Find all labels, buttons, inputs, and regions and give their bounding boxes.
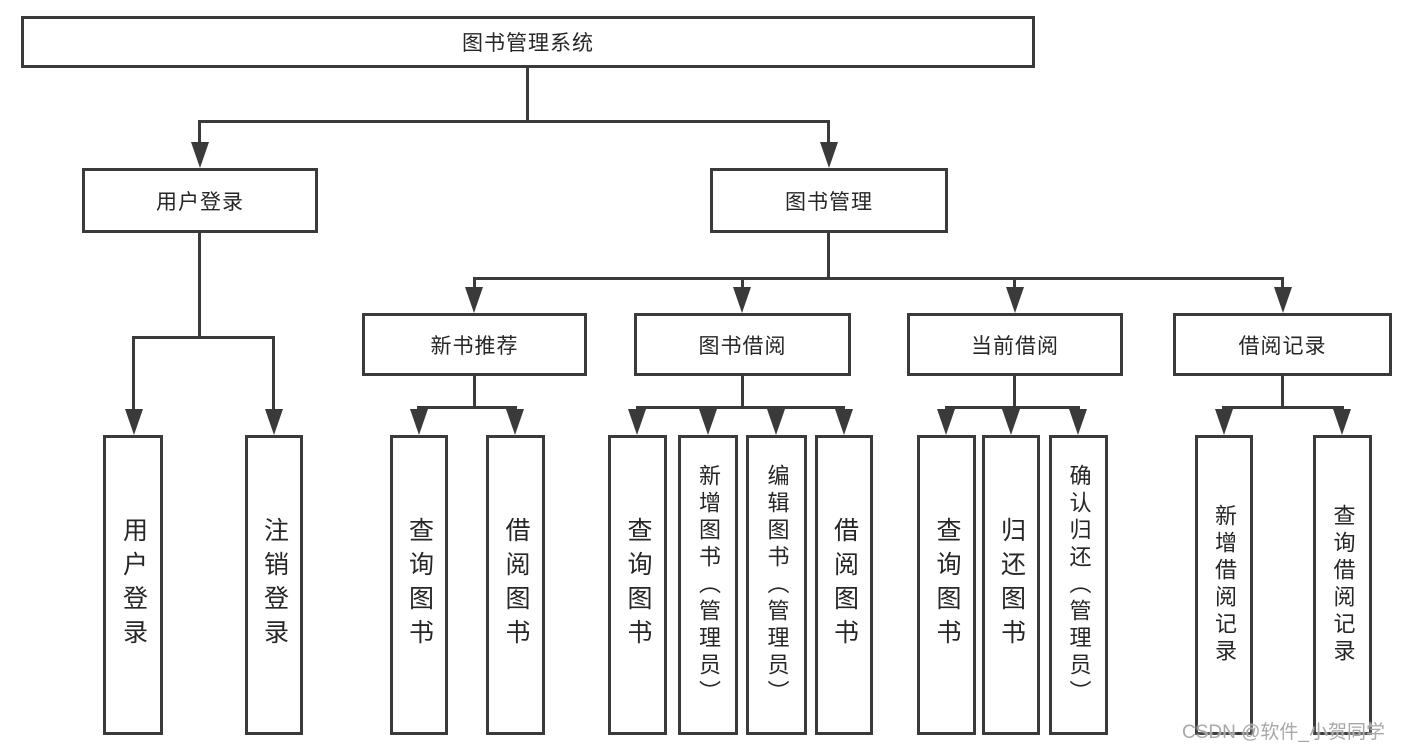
node-label: 查询图书 [933, 517, 961, 653]
node-label: 借阅记录 [1238, 334, 1327, 358]
arrow-down-icon [628, 409, 646, 435]
csdn-watermark: CSDN @软件_小贺同学 [1182, 722, 1385, 743]
connector-line [1223, 406, 1344, 409]
leaf-query-books-borrow: 查询图书 [608, 435, 667, 735]
leaf-borrow-books-recommend: 借阅图书 [486, 435, 545, 735]
arrow-down-icon [733, 287, 751, 313]
node-label: 当前借阅 [971, 334, 1059, 358]
connector-line [132, 336, 275, 339]
connector-line [473, 376, 476, 409]
connector-line [636, 406, 845, 409]
connector-line [473, 277, 1284, 280]
node-label: 新书推荐 [430, 334, 519, 358]
leaf-query-books-current: 查询图书 [917, 435, 976, 735]
arrow-down-icon [1215, 409, 1233, 435]
arrow-down-icon [506, 409, 524, 435]
connector-line [132, 336, 135, 412]
arrow-down-icon [835, 409, 853, 435]
node-label: 用户登录 [119, 517, 148, 653]
node-borrow-records: 借阅记录 [1173, 313, 1392, 376]
node-label: 图书管理 [785, 190, 873, 214]
node-label: 查询图书 [405, 517, 434, 653]
connector-line [1013, 376, 1016, 409]
arrow-down-icon [1002, 409, 1020, 435]
arrow-down-icon [937, 409, 955, 435]
leaf-user-login: 用户登录 [103, 435, 163, 735]
arrow-down-icon [1006, 287, 1024, 313]
node-label: 用户登录 [156, 190, 244, 214]
arrow-down-icon [820, 142, 838, 168]
connector-line [272, 336, 275, 412]
node-book-management: 图书管理 [710, 168, 948, 233]
node-label: 编辑图书（管理员） [764, 463, 790, 707]
node-label: 图书管理系统 [462, 32, 594, 55]
arrow-down-icon [1274, 287, 1292, 313]
connector-line [945, 406, 1080, 409]
node-book-borrow: 图书借阅 [634, 313, 851, 376]
connector-line [418, 406, 517, 409]
arrow-down-icon [191, 142, 209, 168]
leaf-query-books-recommend: 查询图书 [390, 435, 448, 735]
leaf-logout: 注销登录 [245, 435, 303, 735]
node-label: 查询借阅记录 [1330, 504, 1356, 666]
node-current-borrow: 当前借阅 [907, 313, 1123, 376]
arrow-down-icon [1069, 409, 1087, 435]
node-label: 图书借阅 [698, 334, 787, 358]
node-label: 新增借阅记录 [1212, 504, 1237, 666]
leaf-return-book: 归还图书 [982, 435, 1040, 735]
node-user-login: 用户登录 [82, 168, 318, 233]
connector-line [1013, 277, 1016, 291]
arrow-down-icon [265, 409, 283, 435]
leaf-confirm-return-admin: 确认归还（管理员） [1049, 435, 1108, 735]
connector-line [741, 277, 744, 291]
node-label: 确认归还（管理员） [1066, 463, 1092, 707]
connector-line [198, 233, 201, 339]
node-label: 借阅图书 [502, 517, 530, 653]
node-label: 注销登录 [260, 517, 289, 653]
connector-line [198, 120, 201, 146]
arrow-down-icon [125, 409, 143, 435]
arrow-down-icon [767, 409, 785, 435]
connector-line [827, 233, 830, 280]
leaf-query-borrow-record: 查询借阅记录 [1313, 435, 1372, 735]
connector-line [741, 376, 744, 409]
leaf-edit-book-admin: 编辑图书（管理员） [746, 435, 807, 735]
connector-line [198, 120, 830, 123]
node-label: 新增图书（管理员） [696, 463, 721, 707]
connector-line [473, 277, 476, 291]
arrow-down-icon [465, 287, 483, 313]
node-label: 借阅图书 [830, 517, 859, 653]
node-label: 查询图书 [624, 517, 652, 653]
node-label: 归还图书 [997, 517, 1026, 653]
node-root-library-system: 图书管理系统 [21, 16, 1035, 68]
arrow-down-icon [1333, 409, 1351, 435]
leaf-add-book-admin: 新增图书（管理员） [678, 435, 738, 735]
arrow-down-icon [699, 409, 717, 435]
arrow-down-icon [410, 409, 428, 435]
node-new-book-recommend: 新书推荐 [362, 313, 587, 376]
leaf-add-borrow-record: 新增借阅记录 [1195, 435, 1253, 735]
connector-line [1281, 277, 1284, 291]
connector-line [827, 120, 830, 146]
connector-line [526, 68, 529, 123]
connector-line [1281, 376, 1284, 409]
leaf-borrow-book: 借阅图书 [815, 435, 873, 735]
